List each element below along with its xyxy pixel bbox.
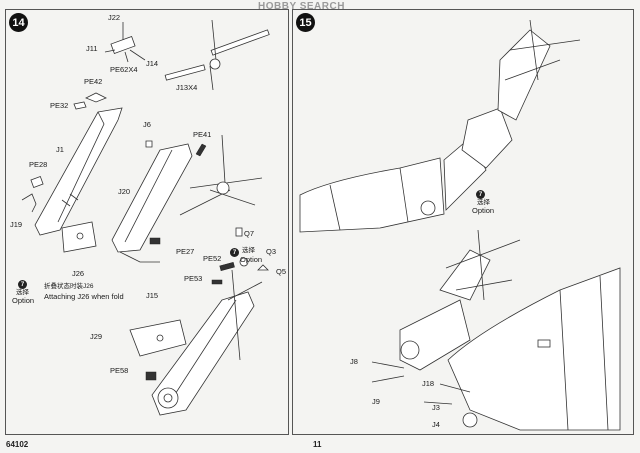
step15-option-cn: 选择 — [477, 199, 490, 206]
step-14-panel — [5, 9, 289, 435]
label-j26: J26 — [72, 269, 85, 278]
q7-shape — [235, 227, 243, 237]
label-pe27: PE27 — [176, 247, 195, 256]
label-j18: J18 — [422, 379, 435, 388]
pe32-shape — [73, 101, 87, 110]
label-j13x4: J13X4 — [176, 83, 198, 92]
label-j8: J8 — [350, 357, 358, 366]
label-j4: J4 — [432, 420, 440, 429]
label-j9: J9 — [372, 397, 380, 406]
label-j1: J1 — [56, 145, 64, 154]
label-j29: J29 — [90, 332, 103, 341]
option-2-cn: 选择 — [242, 247, 255, 254]
j19-shape — [21, 193, 37, 213]
tail-j1 — [34, 107, 123, 236]
option-2-en: Option — [240, 255, 263, 264]
label-pe42: PE42 — [84, 77, 103, 86]
fuselage-top — [299, 157, 445, 233]
step-15-number: 15 — [296, 13, 315, 32]
fold-note-en: Attaching J26 when fold — [44, 292, 124, 301]
label-pe58: PE58 — [110, 366, 129, 375]
page-code: 64102 — [6, 440, 29, 449]
pe42-shape — [85, 92, 107, 103]
option-en: Option — [12, 296, 35, 305]
label-j14: J14 — [146, 59, 159, 68]
label-pe52: PE52 — [203, 254, 222, 263]
fuselage-bottom — [447, 267, 621, 431]
step15-option-mark-icon: 7 — [476, 190, 485, 199]
label-j3: J3 — [432, 403, 440, 412]
label-j22: J22 — [108, 13, 121, 22]
label-pe53: PE53 — [184, 274, 203, 283]
label-pe62x4: PE62X4 — [110, 65, 138, 74]
tail-assembled — [151, 291, 255, 416]
watermark: HOBBY SEARCH — [258, 1, 345, 12]
option-mark-2-icon: 7 — [230, 248, 239, 257]
j29-plate — [129, 319, 187, 357]
page-number: 11 — [313, 440, 322, 449]
tail-j20 — [111, 143, 193, 253]
label-q7: Q7 — [244, 229, 255, 238]
option-mark-icon: 7 — [18, 280, 27, 289]
label-q5: Q5 — [276, 267, 287, 276]
step-14-number: 14 — [9, 13, 28, 32]
fold-note-cn: 折叠状态时装J26 — [44, 283, 94, 290]
j26-plate — [61, 221, 97, 253]
blades-j13 — [164, 19, 270, 91]
option-cn: 选择 — [16, 289, 29, 296]
label-pe41: PE41 — [193, 130, 212, 139]
label-pe28: PE28 — [29, 160, 48, 169]
tail-boom-top — [497, 29, 551, 121]
label-j19: J19 — [10, 220, 23, 229]
label-pe32: PE32 — [50, 101, 69, 110]
pe27-shape — [149, 237, 161, 245]
label-q3: Q3 — [266, 247, 277, 256]
label-j15: J15 — [146, 291, 159, 300]
rotor-head-small — [104, 22, 146, 63]
label-j11: J11 — [86, 44, 98, 53]
label-j20: J20 — [118, 187, 131, 196]
pe28-shape — [30, 176, 44, 188]
step15-option-en: Option — [472, 206, 495, 215]
label-j6: J6 — [143, 120, 151, 129]
step-15-panel — [292, 9, 634, 435]
pe58-shape — [145, 371, 157, 381]
